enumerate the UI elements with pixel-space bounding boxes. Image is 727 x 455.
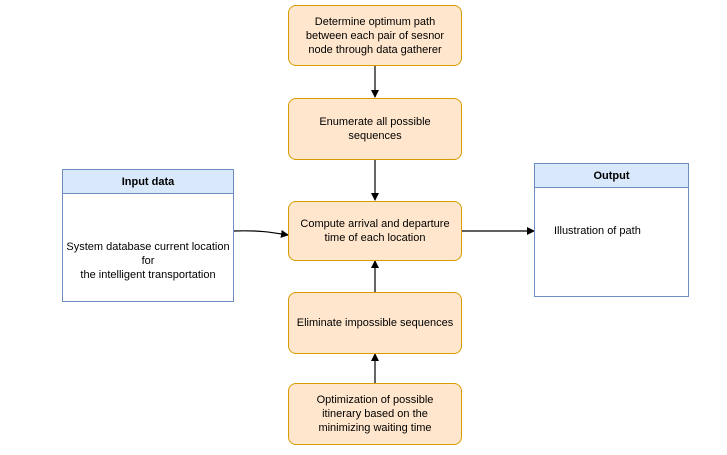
step-determine-optimum-path-text: Determine optimum path between each pair… [305,15,445,56]
step-enumerate-sequences: Enumerate all possible sequences [288,98,462,160]
step-eliminate-impossible: Eliminate impossible sequences [288,292,462,354]
input-data-header: Input data [63,170,233,194]
step-enumerate-sequences-text: Enumerate all possible sequences [319,116,431,142]
arrow-input-to-compute [233,229,289,238]
step-eliminate-impossible-text: Eliminate impossible sequences [296,317,454,329]
step-compute-arrival-departure: Compute arrival and departure time of ea… [288,201,462,261]
output-header: Output [535,164,688,188]
step-determine-optimum-path: Determine optimum path between each pair… [288,5,462,66]
step-optimize-itinerary-text: Optimization of possible itinerary based… [316,394,434,434]
input-data-container: Input data System database current locat… [62,169,234,302]
input-data-body: System database current location for the… [66,241,230,281]
output-container: Output Illustration of path [534,163,689,297]
output-body: Illustration of path [554,225,641,237]
step-optimize-itinerary: Optimization of possible itinerary based… [288,383,462,445]
step-compute-arrival-departure-text: Compute arrival and departure time of ea… [300,218,450,244]
